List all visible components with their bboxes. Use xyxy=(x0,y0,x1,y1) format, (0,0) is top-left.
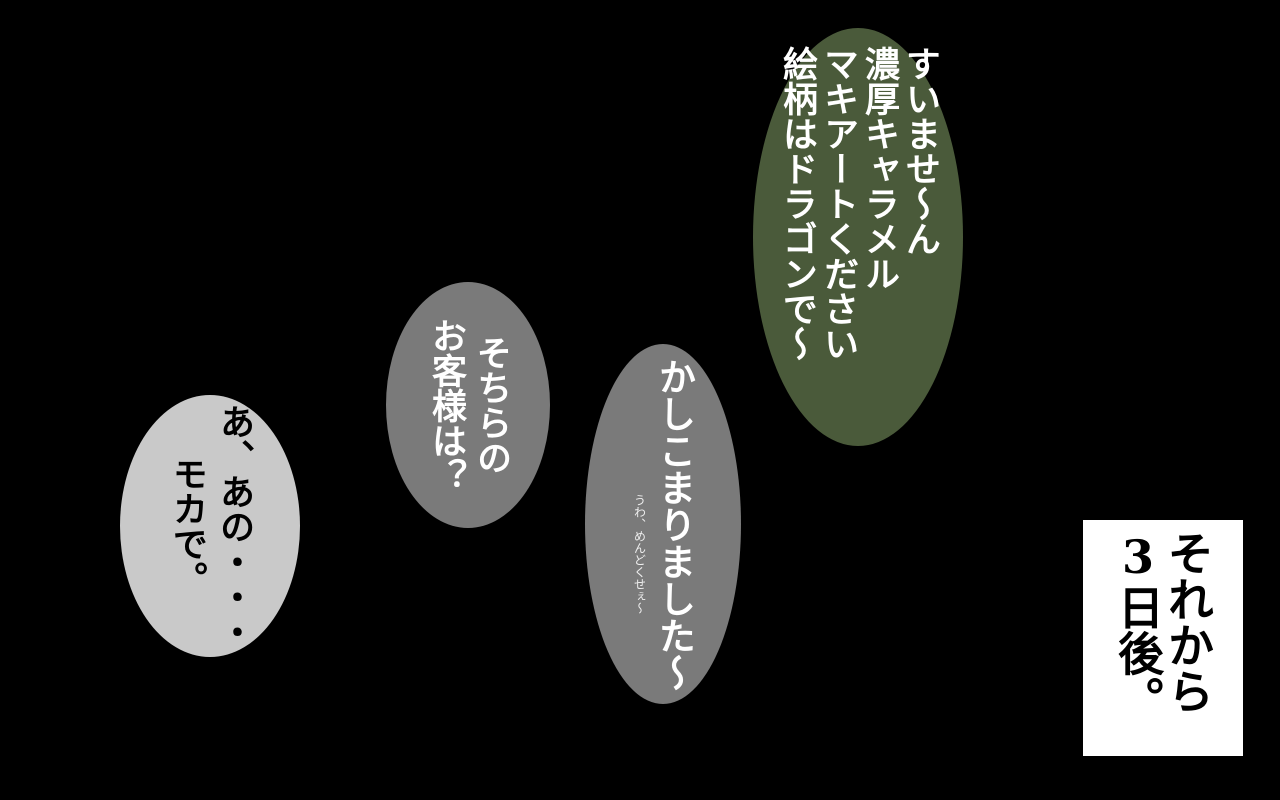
speech-bubble-acknowledge: かしこまりました～ うわ、めんどくせぇ～ xyxy=(585,344,741,704)
speech-bubble-order: すいませ～ん 濃厚キャラメル マキアートください 絵柄はドラゴンで～ xyxy=(753,28,963,446)
bubble-line: すいませ～ん xyxy=(900,46,940,256)
bubble-line: マキアートください xyxy=(818,46,858,361)
speech-bubble-ask-customer: そちらの お客様は？ xyxy=(386,282,550,528)
caption-line: 3日後。 xyxy=(1111,530,1165,722)
caption-line: それから xyxy=(1161,530,1215,714)
bubble-line: かしこまりました～ xyxy=(652,357,696,691)
bubble-line: モカで。 xyxy=(167,456,207,596)
bubble-line: あ、あの・・・ xyxy=(214,403,254,649)
bubble-line: 絵柄はドラゴンで～ xyxy=(777,46,817,361)
bubble-line: お客様は？ xyxy=(426,317,466,493)
bubble-line: そちらの xyxy=(471,335,511,475)
bubble-line: 濃厚キャラメル xyxy=(859,46,899,291)
bubble-aside-text: うわ、めんどくせぇ～ xyxy=(632,494,647,614)
narration-caption: それから 3日後。 xyxy=(1083,520,1243,756)
speech-bubble-mocha: あ、あの・・・ モカで。 xyxy=(120,395,300,657)
